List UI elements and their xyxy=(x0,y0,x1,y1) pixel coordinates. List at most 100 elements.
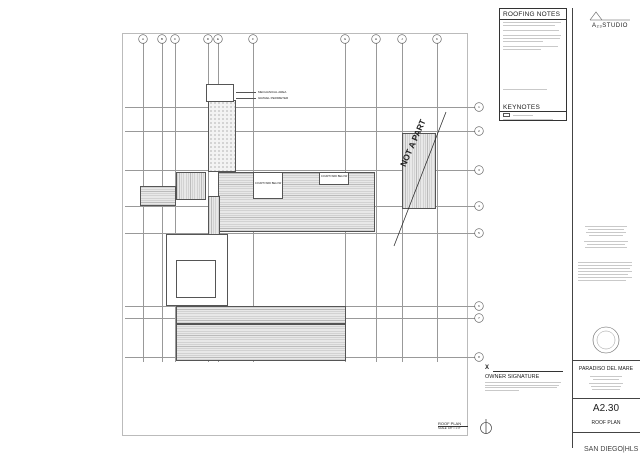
sheet-number: A2.30 xyxy=(592,403,620,414)
info-line xyxy=(585,226,627,227)
gravel-area xyxy=(208,100,236,172)
grid-row-label: 5 xyxy=(478,231,480,235)
info-line xyxy=(588,229,624,230)
grid-row-line xyxy=(125,107,475,108)
callout-gravel: GRAVEL PERIMETER xyxy=(258,96,289,100)
owner-signature-label: OWNER SIGNATURE xyxy=(485,374,540,380)
mechanical-area xyxy=(206,84,234,102)
plan-title: ROOF PLAN xyxy=(438,421,462,426)
info-line xyxy=(593,379,619,380)
note-line xyxy=(503,38,560,39)
grid-row-line xyxy=(125,131,475,132)
callout-mechanical: MECHANICAL AREA xyxy=(258,90,287,94)
note-line xyxy=(503,22,561,23)
courtyard-left-label: COURTYARD BELOW xyxy=(254,182,282,185)
grid-column-line xyxy=(376,40,377,362)
title-block-divider xyxy=(572,8,573,448)
courtyard-left xyxy=(253,172,283,199)
leader-line xyxy=(236,92,256,93)
info-line xyxy=(578,271,632,272)
grid-column-label: G xyxy=(343,37,347,41)
plan-scale: SCALE: 1/8" = 1'-0" xyxy=(438,427,461,430)
info-line xyxy=(578,280,626,281)
grid-column-label: C xyxy=(173,37,177,41)
watermark: SAN DIEGO|HLS xyxy=(584,446,639,453)
info-line xyxy=(485,389,519,391)
studio-logo: A₂₃STUDIO xyxy=(588,10,632,34)
info-line xyxy=(485,384,559,386)
roof-south-upper xyxy=(176,306,346,324)
keynote-swatch xyxy=(503,113,510,117)
sheet-title: ROOF PLAN xyxy=(591,420,621,426)
not-a-part-area xyxy=(402,133,436,209)
courtyard-right-label: COURTYARD BELOW xyxy=(320,175,348,178)
note-line xyxy=(503,30,559,31)
sheet-border xyxy=(122,33,468,436)
grid-row-label: 3 xyxy=(478,168,480,172)
roof-west-wing xyxy=(140,186,176,206)
grid-column-label: A xyxy=(141,37,144,41)
grid-row-line xyxy=(125,233,475,234)
grid-column-label: K xyxy=(435,37,438,41)
grid-column-label: D xyxy=(206,37,210,41)
info-line xyxy=(592,389,620,390)
roof-connector xyxy=(208,196,220,236)
grid-column-label: J xyxy=(401,37,403,41)
grid-column-label: E xyxy=(216,37,219,41)
note-line xyxy=(503,35,561,36)
grid-row-label: 4 xyxy=(478,204,480,208)
title-block-stamps xyxy=(578,226,634,250)
grid-row-label: 7 xyxy=(478,316,480,320)
grid-column-label: F xyxy=(252,37,254,41)
note-line xyxy=(503,49,541,50)
keynotes-title: KEYNOTES xyxy=(503,104,540,111)
keynote-line xyxy=(503,119,553,120)
roofing-notes-body xyxy=(503,22,563,52)
info-line xyxy=(589,383,623,384)
keynote-line xyxy=(513,115,533,116)
plan-title-underline xyxy=(438,426,468,427)
info-line xyxy=(578,268,630,269)
note-line xyxy=(503,46,558,47)
grid-row-label: 1 xyxy=(478,105,480,109)
roofing-notes-title: ROOFING NOTES xyxy=(503,11,561,18)
grid-row-label: 8 xyxy=(478,355,480,359)
title-block-rule xyxy=(572,398,640,399)
owner-statement xyxy=(485,382,561,391)
info-line xyxy=(485,387,557,388)
info-line xyxy=(578,277,632,278)
grid-column-label: B xyxy=(160,37,163,41)
info-line xyxy=(584,241,628,242)
project-info xyxy=(584,376,628,392)
grid-row-label: 6 xyxy=(478,304,480,308)
stair-roof xyxy=(176,172,206,200)
note-line xyxy=(503,89,547,90)
info-line xyxy=(585,247,627,248)
roofing-notes-title-rule xyxy=(499,19,567,20)
info-line xyxy=(589,235,623,236)
keynotes-title-rule xyxy=(499,111,567,112)
info-line xyxy=(578,262,632,263)
grid-column-label: H xyxy=(374,37,378,41)
not-a-part-line xyxy=(393,111,447,247)
architect-seal-icon xyxy=(592,326,620,354)
logo-mark-icon xyxy=(589,11,630,21)
roof-south-lower xyxy=(176,324,346,361)
roof-inner-room xyxy=(176,260,216,298)
grid-row-label: 2 xyxy=(478,129,480,133)
title-block-rule xyxy=(572,360,640,361)
info-line xyxy=(587,244,625,245)
grid-row-line xyxy=(125,170,475,171)
grid-column-line xyxy=(437,40,438,362)
revision-table xyxy=(578,262,634,283)
info-line xyxy=(578,274,628,275)
leader-line xyxy=(236,98,256,99)
info-line xyxy=(590,376,622,377)
courtyard-right xyxy=(319,172,349,185)
roof-main-body xyxy=(218,172,375,232)
note-line xyxy=(503,41,543,42)
project-name: PARADISO DEL MARE xyxy=(578,366,634,372)
info-line xyxy=(591,386,621,387)
logo-text: A₂₃STUDIO xyxy=(592,23,628,29)
